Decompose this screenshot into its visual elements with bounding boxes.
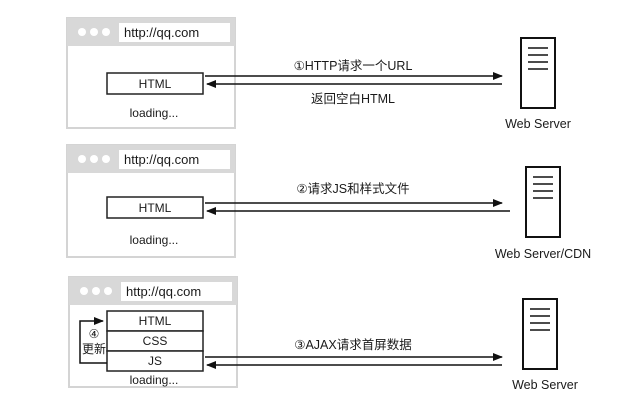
address-bar[interactable]: [119, 150, 230, 169]
window-dot-icon: [102, 28, 110, 36]
window-dot-icon: [78, 28, 86, 36]
server-label: Web Server: [512, 378, 578, 392]
address-bar-url: http://qq.com: [126, 284, 201, 299]
stack-box-label: CSS: [143, 334, 168, 348]
panel-1: http://qq.com HTML loading... ①HTTP请求一个U…: [66, 17, 571, 131]
window-dot-icon: [80, 287, 88, 295]
server-icon: [522, 298, 558, 370]
server-icon: [520, 37, 556, 109]
server-label: Web Server: [505, 117, 571, 131]
stack-box-label: HTML: [139, 314, 172, 328]
window-dot-icon: [104, 287, 112, 295]
update-step: ④: [89, 327, 100, 341]
stack-box-html: [106, 72, 204, 95]
address-bar[interactable]: [121, 282, 232, 301]
window-dot-icon: [90, 155, 98, 163]
stack-box-js: [106, 350, 204, 372]
panel-2: http://qq.com HTML loading... ②请求JS和样式文件…: [66, 144, 591, 261]
stack-box-html: [106, 196, 204, 219]
stack-box-label: JS: [148, 354, 162, 368]
loading-text: loading...: [130, 233, 179, 247]
address-bar-url: http://qq.com: [124, 152, 199, 167]
update-loop-arrow: [79, 317, 107, 364]
response-label: 返回空白HTML: [311, 91, 395, 106]
address-bar-url: http://qq.com: [124, 25, 199, 40]
window-dot-icon: [92, 287, 100, 295]
loading-text: loading...: [130, 106, 179, 120]
window-dot-icon: [102, 155, 110, 163]
update-label: 更新: [82, 341, 106, 356]
panel-3: http://qq.com HTML CSS JS loading... ④ 更…: [68, 276, 578, 392]
address-bar[interactable]: [119, 23, 230, 42]
browser-window-2: http://qq.com HTML loading...: [66, 144, 236, 258]
server-icon: [525, 166, 561, 238]
window-dot-icon: [90, 28, 98, 36]
browser-window-3: http://qq.com HTML CSS JS loading... ④ 更…: [68, 276, 238, 388]
request-label: ①HTTP请求一个URL: [294, 59, 413, 73]
request-label: ③AJAX请求首屏数据: [294, 337, 411, 352]
window-dot-icon: [78, 155, 86, 163]
server-label: Web Server/CDN: [495, 247, 591, 261]
browser-window-1: http://qq.com HTML loading...: [66, 17, 236, 129]
loading-text: loading...: [130, 373, 179, 387]
stack-box-label: HTML: [139, 77, 172, 91]
request-label: ②请求JS和样式文件: [296, 181, 409, 196]
stack-box-label: HTML: [139, 201, 172, 215]
